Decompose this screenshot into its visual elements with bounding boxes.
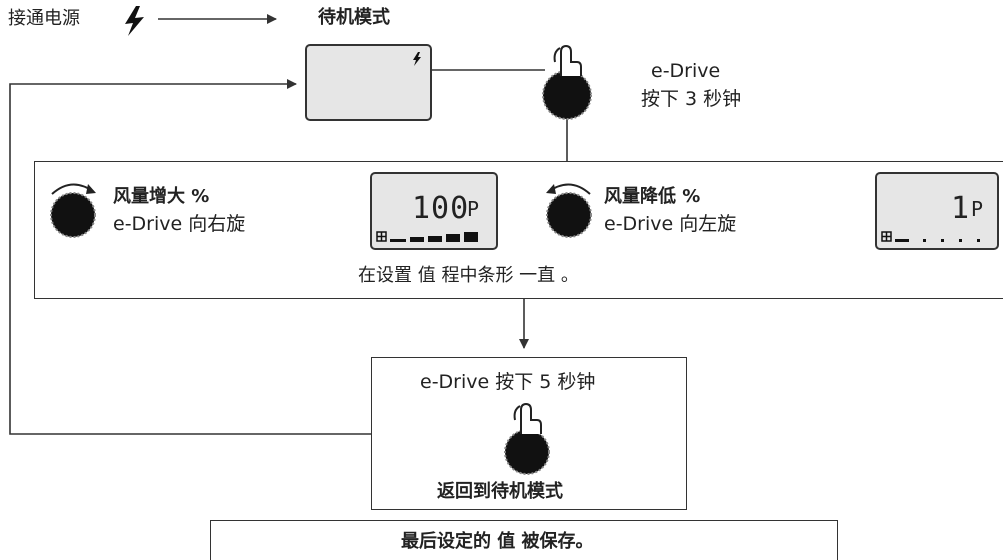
standby-title: 待机模式	[318, 7, 390, 28]
return-panel	[371, 357, 687, 510]
return-instruction: e-Drive 按下 5 秒钟	[420, 371, 596, 393]
settings-panel	[34, 161, 1003, 299]
increase-display: 100 P	[370, 172, 498, 250]
edrive-knob-press[interactable]	[498, 398, 560, 478]
lightning-icon	[413, 52, 421, 66]
return-loop-line	[9, 79, 371, 435]
decrease-display-unit: P	[971, 197, 984, 221]
increase-subtitle: e-Drive 向右旋	[113, 213, 246, 235]
edrive-knob-press[interactable]	[533, 38, 603, 122]
saved-note-panel: 最后设定的 值 被保存。	[210, 520, 838, 560]
return-result: 返回到待机模式	[437, 481, 563, 502]
increase-title: 风量增大 %	[113, 186, 210, 207]
increase-display-value: 100	[412, 191, 470, 226]
lightning-icon	[125, 6, 144, 36]
decrease-display-value: 1	[951, 191, 970, 226]
edrive-top-line2: 按下 3 秒钟	[641, 88, 742, 110]
saved-note: 最后设定的 值 被保存。	[401, 531, 594, 552]
power-label: 接通电源	[8, 8, 80, 29]
decrease-subtitle: e-Drive 向左旋	[604, 213, 737, 235]
level-bar-icon	[376, 231, 478, 242]
standby-display	[305, 44, 432, 121]
settings-note: 在设置 值 程中条形 一直 。	[358, 265, 579, 286]
level-bar-icon	[881, 231, 980, 242]
knob-rotate-right-icon[interactable]	[44, 172, 102, 240]
increase-display-unit: P	[467, 197, 480, 221]
decrease-title: 风量降低 %	[604, 186, 701, 207]
knob-rotate-left-icon[interactable]	[540, 172, 598, 240]
decrease-display: 1 P	[875, 172, 999, 250]
edrive-top-line1: e-Drive	[651, 60, 721, 82]
